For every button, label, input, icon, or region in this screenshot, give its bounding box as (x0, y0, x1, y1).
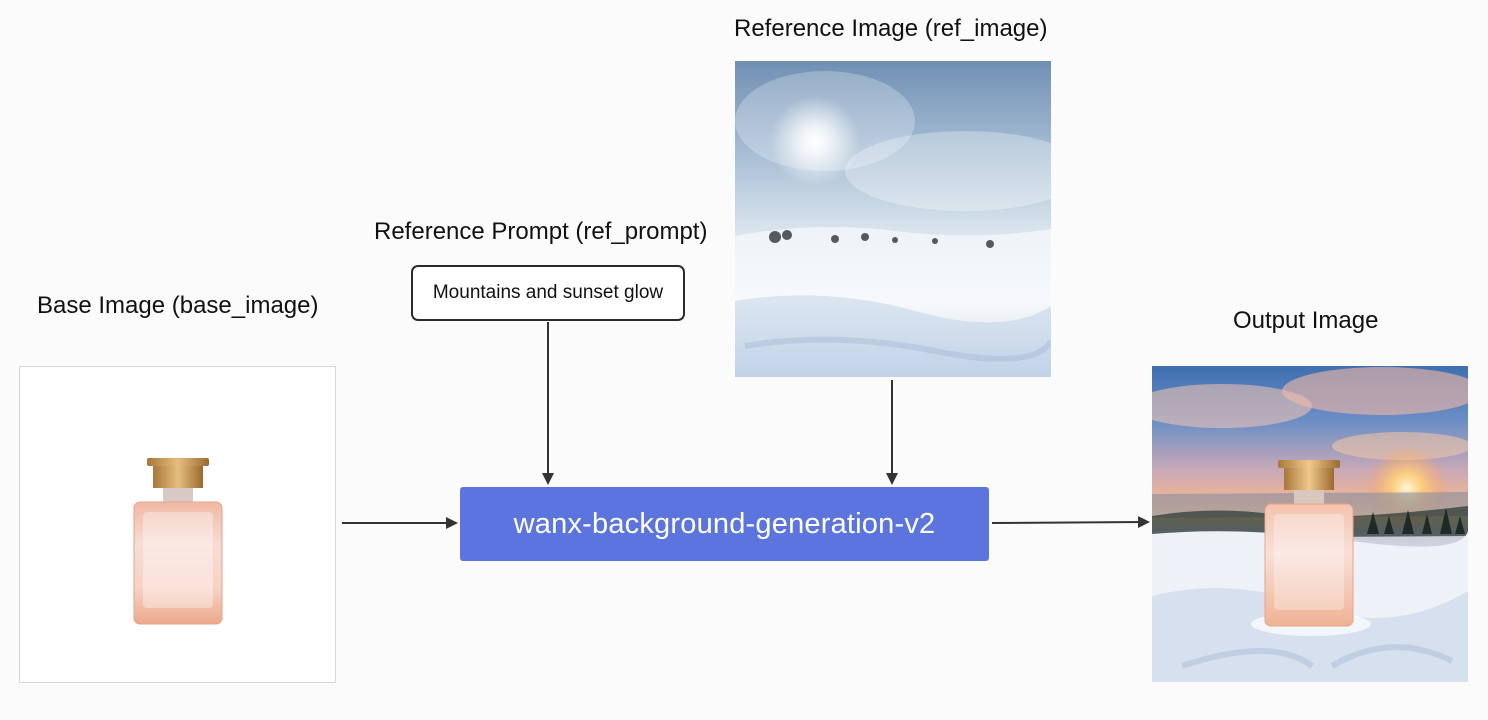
base-image (19, 366, 336, 683)
prompt-box: Mountains and sunset glow (411, 265, 685, 321)
base-image-label: Base Image (base_image) (37, 292, 319, 319)
ref-image (735, 61, 1051, 377)
output-image (1152, 366, 1468, 682)
perfume-sunset-picture (1152, 367, 1468, 682)
model-name: wanx-background-generation-v2 (513, 507, 936, 540)
snow-landscape-picture (735, 71, 1051, 377)
output-image-label: Output Image (1233, 307, 1379, 334)
ref-prompt-label: Reference Prompt (ref_prompt) (374, 218, 708, 245)
model-box: wanx-background-generation-v2 (460, 487, 989, 561)
prompt-text: Mountains and sunset glow (432, 282, 664, 303)
ref-image-label: Reference Image (ref_image) (734, 15, 1048, 42)
perfume-bottle-icon (133, 458, 223, 625)
arrow-model-to-output (991, 516, 1150, 529)
